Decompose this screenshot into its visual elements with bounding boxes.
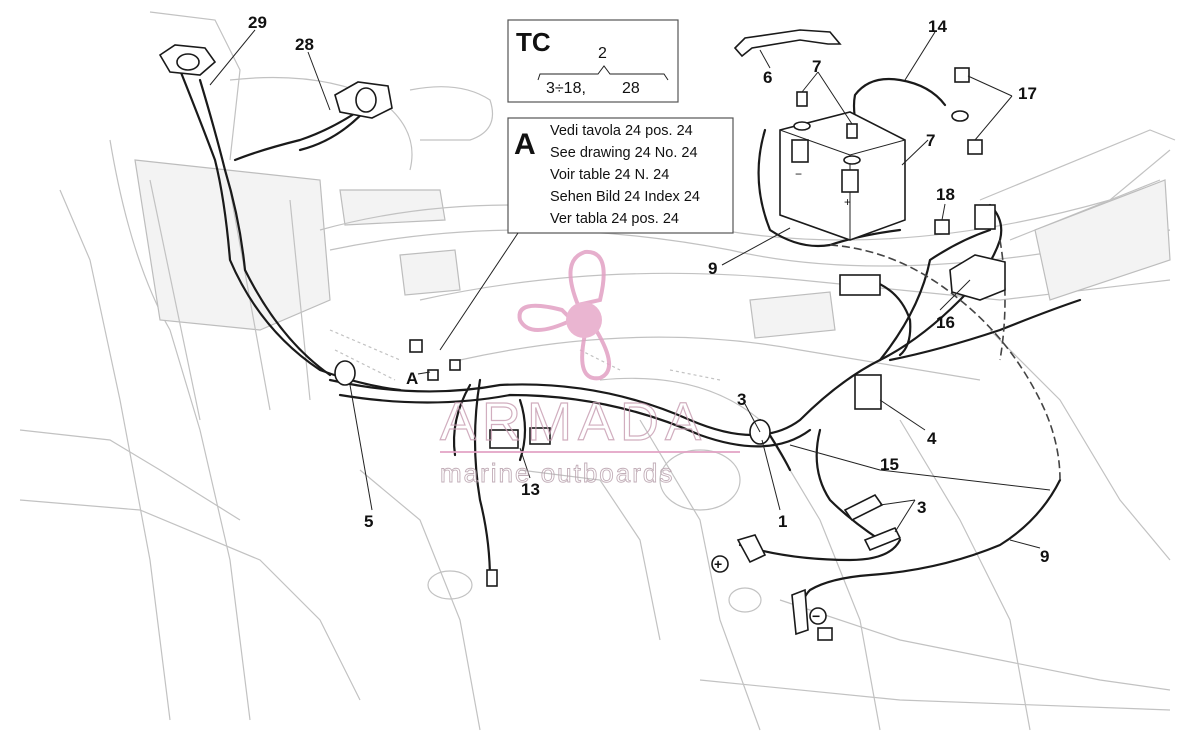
ground-terminals: + − bbox=[711, 534, 833, 641]
fuse-holder-16 bbox=[949, 254, 1006, 301]
battery: − + bbox=[779, 111, 906, 241]
switch-housing-29 bbox=[158, 44, 217, 76]
note-line-it: Vedi tavola 24 pos. 24 bbox=[550, 123, 693, 139]
tc-title: TC bbox=[516, 27, 551, 57]
callout-28: 28 bbox=[295, 35, 314, 54]
callout-labels: 29 28 14 7 6 17 7 18 9 16 3 4 15 3 1 13 … bbox=[248, 13, 1049, 566]
note-line-en: See drawing 24 No. 24 bbox=[550, 145, 698, 161]
switch-housing-28 bbox=[334, 81, 393, 119]
callout-3-left: 3 bbox=[737, 390, 746, 409]
callout-a: A bbox=[406, 369, 418, 388]
hidden-cable-routing bbox=[829, 239, 1061, 481]
callout-13: 13 bbox=[521, 480, 540, 499]
note-letter: A bbox=[514, 128, 536, 161]
callout-3-right: 3 bbox=[917, 498, 926, 517]
callout-15: 15 bbox=[880, 455, 899, 474]
tc-box: TC 2 3÷18, 28 bbox=[507, 19, 679, 103]
callout-4: 4 bbox=[927, 429, 937, 448]
note-line-de: Sehen Bild 24 Index 24 bbox=[550, 189, 700, 205]
callout-9-lower: 9 bbox=[1040, 547, 1049, 566]
tc-bracket bbox=[537, 65, 669, 81]
callout-16: 16 bbox=[936, 313, 955, 332]
connector-a bbox=[409, 339, 461, 381]
relay-18 bbox=[934, 204, 996, 235]
reference-note-box: A Vedi tavola 24 pos. 24 See drawing 24 … bbox=[439, 117, 734, 351]
note-line-fr: Voir table 24 N. 24 bbox=[550, 167, 669, 183]
watermark-tagline: marine outboards bbox=[440, 458, 674, 488]
tc-top-value: 2 bbox=[598, 45, 607, 62]
tc-right-value: 28 bbox=[622, 80, 640, 97]
callout-9-upper: 9 bbox=[708, 259, 717, 278]
tc-left-value: 3÷18, bbox=[546, 80, 586, 97]
callout-7-top: 7 bbox=[812, 57, 821, 76]
watermark-brand: ARMADA bbox=[440, 392, 707, 452]
callout-7-right: 7 bbox=[926, 131, 935, 150]
armada-watermark: ARMADA marine outboards bbox=[439, 249, 740, 488]
connector-13 bbox=[486, 427, 551, 587]
positive-symbol: + bbox=[714, 556, 722, 572]
callout-14: 14 bbox=[928, 17, 947, 36]
battery-minus-terminal: − bbox=[795, 167, 802, 181]
battery-plus-terminal: + bbox=[844, 195, 851, 209]
callout-29: 29 bbox=[248, 13, 267, 32]
ecu-connector bbox=[839, 274, 881, 296]
negative-symbol: − bbox=[812, 608, 820, 624]
callout-1: 1 bbox=[778, 512, 787, 531]
harness-clamps bbox=[334, 360, 902, 552]
motorcycle-frame-outline bbox=[19, 11, 1176, 731]
note-line-es: Ver tabla 24 pos. 24 bbox=[550, 211, 679, 227]
leader-lines bbox=[209, 29, 1051, 549]
callout-18: 18 bbox=[936, 185, 955, 204]
propeller-logo bbox=[517, 249, 611, 381]
battery-strap-6 bbox=[733, 29, 842, 58]
callout-5: 5 bbox=[364, 512, 373, 531]
terminal-bolts bbox=[793, 67, 983, 165]
callout-17: 17 bbox=[1018, 84, 1037, 103]
callout-6: 6 bbox=[763, 68, 772, 87]
